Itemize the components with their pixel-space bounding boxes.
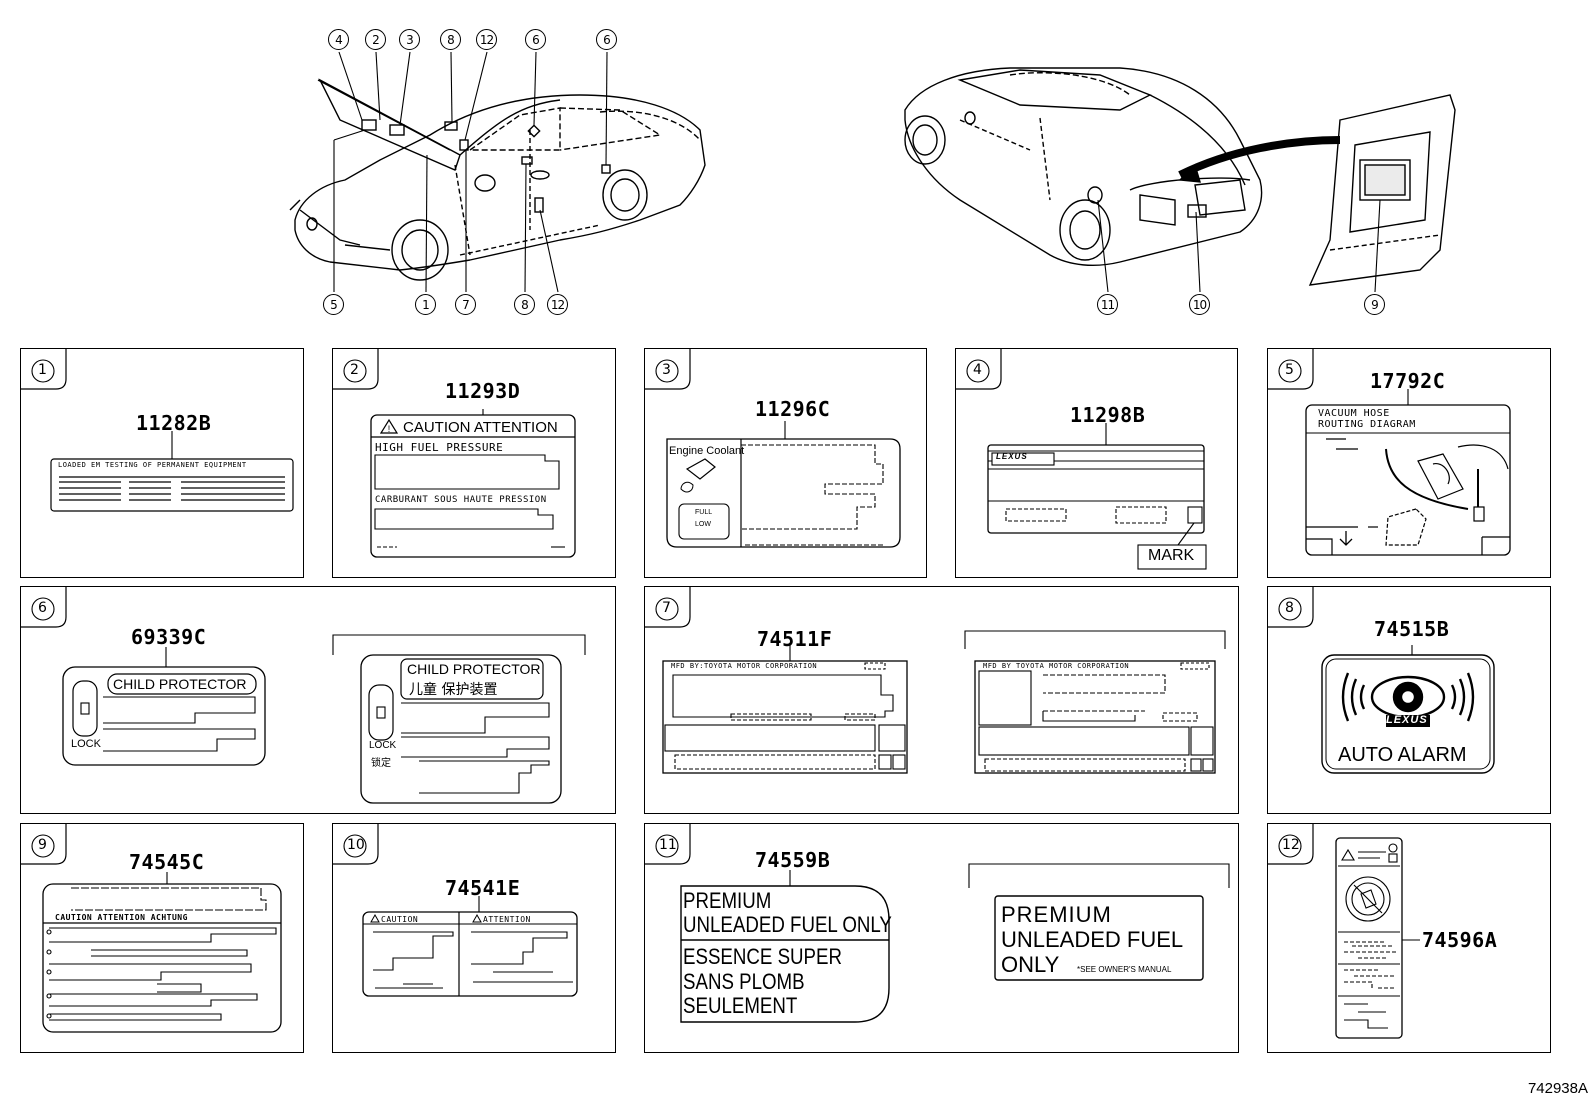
label-line-2: CARBURANT SOUS HAUTE PRESSION bbox=[375, 495, 547, 505]
part-number: 74559B bbox=[755, 848, 831, 872]
label-line-1: HIGH FUEL PRESSURE bbox=[375, 441, 504, 454]
callout-c2: 2 bbox=[365, 29, 386, 50]
callout-c4: 4 bbox=[328, 29, 349, 50]
mark-callout: MARK bbox=[1148, 547, 1195, 564]
panel-5: 5 17792C VACUUM HOSE ROUTING DIAGRAM bbox=[1267, 348, 1551, 578]
warning-header: CAUTION ATTENTION ACHTUNG bbox=[55, 913, 188, 922]
label-b-line-3: ONLY bbox=[1001, 952, 1060, 977]
child-protector-title-b: CHILD PROTECTOR bbox=[407, 661, 541, 677]
part-number: 74511F bbox=[757, 627, 833, 651]
front-car-drawing bbox=[289, 78, 706, 281]
panel-index: 5 bbox=[1285, 362, 1294, 378]
manufacturer-line-b: MFD BY TOYOTA MOTOR CORPORATION bbox=[983, 662, 1130, 670]
panel-index: 8 bbox=[1285, 600, 1294, 616]
child-protector-title: CHILD PROTECTOR bbox=[113, 676, 247, 692]
panel-9: 9 74545C CAUTION ATTENTION ACHTUNG bbox=[20, 823, 304, 1053]
label-a-line-5: SEULEMENT bbox=[683, 993, 798, 1018]
label-a-line-3: ESSENCE SUPER bbox=[683, 944, 843, 969]
svg-text:!: ! bbox=[388, 424, 391, 434]
panel-10: 10 74541E CAUTION ATTENTION bbox=[332, 823, 616, 1053]
panel-index: 10 bbox=[347, 837, 365, 853]
figure-id: 742938A bbox=[1527, 1080, 1588, 1097]
panel-6: 6 69339C CHILD PROTECTOR LOCK CHILD PROT… bbox=[20, 586, 616, 814]
panel-2: ! 2 11293D CAUTION ATTENTION HIGH FUEL P… bbox=[332, 348, 616, 578]
lexus-wordmark: LEXUS bbox=[1386, 714, 1428, 726]
part-number: 11296C bbox=[755, 397, 831, 421]
part-number: 74515B bbox=[1374, 617, 1450, 641]
panel-11: 11 74559B PREMIUM UNLEADED FUEL ONLY ESS… bbox=[644, 823, 1239, 1053]
lock-label-b: LOCK bbox=[369, 740, 397, 751]
callout-c12: 12 bbox=[476, 29, 497, 50]
caution-heading: CAUTION bbox=[381, 915, 419, 924]
panel-3: 3 11296C Engine Coolant FULL LOW bbox=[644, 348, 927, 578]
panel-index: 6 bbox=[38, 600, 47, 616]
label-a-line-2: UNLEADED FUEL ONLY bbox=[683, 912, 892, 937]
part-number: 69339C bbox=[131, 625, 207, 649]
label-header: LOADED EM TESTING OF PERMANENT EQUIPMENT bbox=[58, 461, 247, 469]
part-number: 74596A bbox=[1422, 928, 1498, 952]
panel-index: 3 bbox=[662, 362, 671, 378]
part-number: 11298B bbox=[1070, 403, 1146, 427]
callout-c7: 7 bbox=[455, 294, 476, 315]
callout-c8b: 8 bbox=[514, 294, 535, 315]
panel-index: 11 bbox=[659, 837, 677, 853]
panel-index: 7 bbox=[662, 600, 671, 616]
callout-c6a: 6 bbox=[525, 29, 546, 50]
part-number: 74541E bbox=[445, 876, 521, 900]
panel-index: 2 bbox=[350, 362, 359, 378]
attention-heading: ATTENTION bbox=[483, 915, 531, 924]
manufacturer-line: MFD BY:TOYOTA MOTOR CORPORATION bbox=[671, 662, 818, 670]
lock-label-b-cn: 锁定 bbox=[371, 758, 391, 769]
callout-c3: 3 bbox=[399, 29, 420, 50]
callout-c5: 5 bbox=[323, 294, 344, 315]
panel-7: 7 74511F MFD BY:TOYOTA MOTOR CORPORATION… bbox=[644, 586, 1239, 814]
label-a-line-4: SANS PLOMB bbox=[683, 969, 805, 994]
callout-c8: 8 bbox=[440, 29, 461, 50]
label-line-1: VACUUM HOSE bbox=[1318, 408, 1390, 419]
vehicle-illustrations bbox=[289, 51, 1456, 293]
part-number: 17792C bbox=[1370, 369, 1446, 393]
lexus-wordmark: LEXUS bbox=[996, 452, 1028, 461]
part-number: 11293D bbox=[445, 379, 521, 403]
callout-c11: 11 bbox=[1097, 294, 1118, 315]
low-mark: LOW bbox=[695, 521, 711, 528]
label-b-footnote: *SEE OWNER'S MANUAL bbox=[1077, 965, 1172, 974]
panel-4: 4 11298B LEXUS MARK bbox=[955, 348, 1238, 578]
auto-alarm-text: AUTO ALARM bbox=[1338, 744, 1467, 766]
label-b-line-1: PREMIUM bbox=[1001, 902, 1112, 927]
callout-c6b: 6 bbox=[596, 29, 617, 50]
coolant-title: Engine Coolant bbox=[669, 445, 745, 457]
trunk-lid-inset bbox=[1308, 94, 1456, 286]
panel-1: 1 11282B LOADED EM TESTING OF PERMANENT … bbox=[20, 348, 304, 578]
label-b-line-2: UNLEADED FUEL bbox=[1001, 927, 1184, 952]
caution-heading: CAUTION ATTENTION bbox=[403, 419, 558, 436]
panel-index: 4 bbox=[973, 362, 982, 378]
callout-c12b: 12 bbox=[547, 294, 568, 315]
panel-index: 9 bbox=[38, 837, 47, 853]
label-line-2: ROUTING DIAGRAM bbox=[1318, 419, 1416, 430]
part-number: 74545C bbox=[129, 850, 205, 874]
full-mark: FULL bbox=[695, 509, 713, 516]
callout-c10: 10 bbox=[1189, 294, 1210, 315]
panel-12: 12 74596A bbox=[1267, 823, 1551, 1053]
panel-8: 8 74515B LEXUS AUTO ALARM bbox=[1267, 586, 1551, 814]
child-protector-title-b-cn: 儿童 保护装置 bbox=[409, 682, 498, 698]
panel-index: 1 bbox=[38, 362, 47, 378]
label-a-line-1: PREMIUM bbox=[683, 888, 772, 913]
panel-index: 12 bbox=[1282, 837, 1300, 853]
part-number: 11282B bbox=[136, 411, 212, 435]
callout-c1: 1 bbox=[415, 294, 436, 315]
lock-label: LOCK bbox=[71, 738, 101, 750]
callout-c9: 9 bbox=[1364, 294, 1385, 315]
